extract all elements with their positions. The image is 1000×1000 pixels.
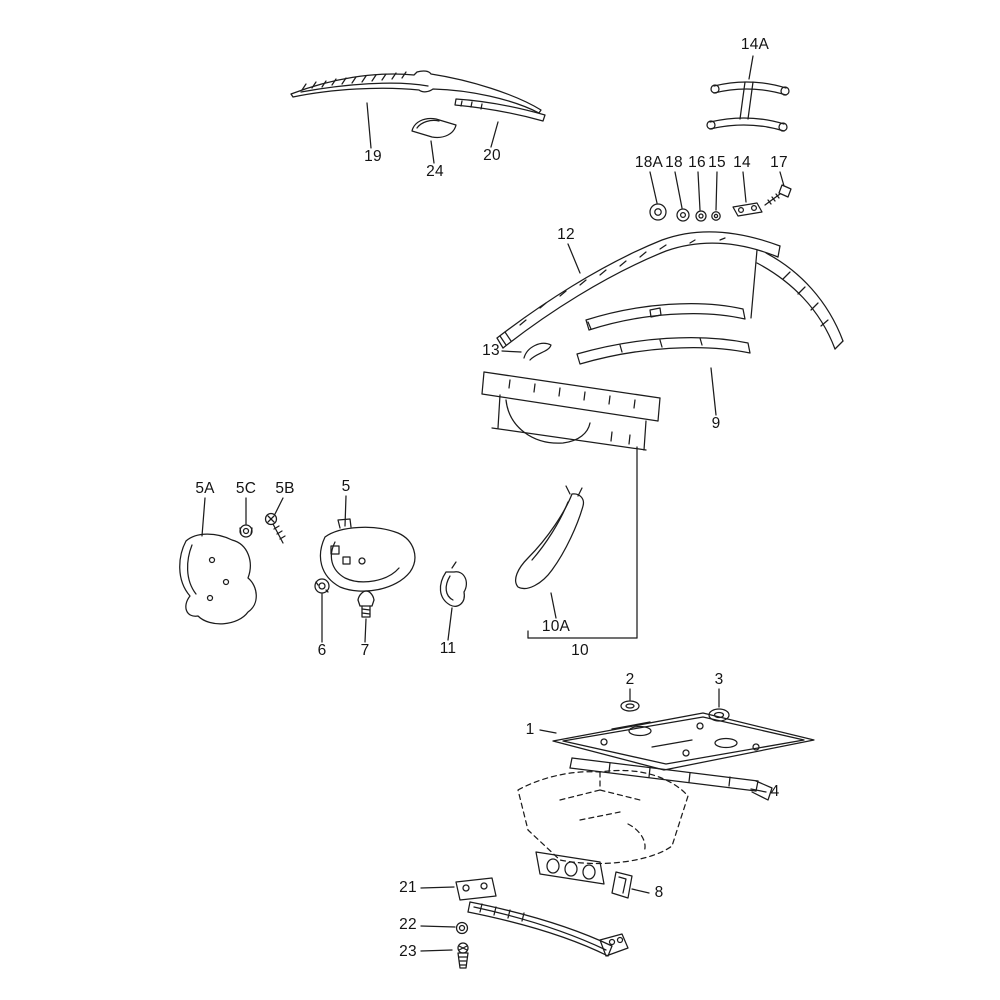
callout-label-9: 9 bbox=[711, 415, 721, 432]
cowl-assembly-10-drawing bbox=[481, 371, 661, 451]
callout-label-7: 7 bbox=[360, 642, 370, 659]
callout-label-5c: 5C bbox=[235, 480, 257, 497]
callout-label-21: 21 bbox=[399, 879, 417, 896]
inner-frame-9-drawing bbox=[576, 302, 751, 365]
leader-lines bbox=[201, 55, 785, 952]
callout-label-10: 10 bbox=[571, 642, 589, 659]
grommet-6-drawing bbox=[314, 578, 330, 594]
roof-strip-20-drawing bbox=[454, 98, 546, 122]
roof-panel-19-drawing bbox=[290, 70, 542, 114]
callout-label-4: 4 bbox=[770, 783, 780, 800]
callout-label-14a: 14A bbox=[740, 36, 770, 53]
front-crossmember-21-drawing bbox=[455, 877, 629, 957]
plug-7-drawing bbox=[357, 590, 375, 618]
rear-floor-dashed-drawing bbox=[517, 769, 689, 865]
callout-label-10a: 10A bbox=[541, 618, 571, 635]
callout-label-19: 19 bbox=[364, 148, 382, 165]
fasteners-row-drawing bbox=[649, 184, 792, 222]
side-panel-5a-drawing bbox=[179, 533, 257, 625]
hinge-plate-14a-drawing bbox=[706, 81, 790, 132]
callout-label-11: 11 bbox=[439, 640, 457, 657]
rear-floor-solid-panel-drawing bbox=[535, 851, 605, 885]
callout-label-5b: 5B bbox=[275, 480, 295, 497]
callout-label-14: 14 bbox=[733, 154, 751, 171]
callout-label-3: 3 bbox=[714, 671, 724, 688]
bracket-24-drawing bbox=[411, 117, 457, 139]
bracket-11-drawing bbox=[439, 561, 467, 607]
callout-label-18a: 18A bbox=[634, 154, 664, 171]
callout-label-17: 17 bbox=[770, 154, 788, 171]
callout-label-12: 12 bbox=[557, 226, 575, 243]
floor-panel-1-drawing bbox=[552, 712, 815, 771]
callout-label-1: 1 bbox=[525, 721, 535, 738]
callout-label-6: 6 bbox=[317, 642, 327, 659]
angle-bracket-8-drawing bbox=[611, 871, 633, 899]
callout-label-18: 18 bbox=[665, 154, 683, 171]
washer-22-drawing bbox=[455, 921, 469, 935]
bolt-23-drawing bbox=[457, 942, 469, 969]
callout-label-5a: 5A bbox=[195, 480, 215, 497]
bolt-5b-drawing bbox=[264, 512, 286, 544]
crossmember-4-drawing bbox=[569, 757, 773, 801]
callout-label-15: 15 bbox=[708, 154, 726, 171]
windshield-frame-12-drawing bbox=[496, 231, 844, 350]
callout-label-8: 8 bbox=[654, 884, 664, 901]
callout-label-20: 20 bbox=[483, 147, 501, 164]
mount-bracket-5-drawing bbox=[319, 518, 416, 592]
hook-clip-13-drawing bbox=[523, 342, 552, 361]
callout-label-16: 16 bbox=[688, 154, 706, 171]
pillar-10a-drawing bbox=[515, 485, 585, 590]
callout-label-2: 2 bbox=[625, 671, 635, 688]
callout-label-5: 5 bbox=[341, 478, 351, 495]
nut-5c-drawing bbox=[239, 524, 253, 538]
callout-label-13: 13 bbox=[482, 342, 500, 359]
callout-label-24: 24 bbox=[426, 163, 444, 180]
callout-label-23: 23 bbox=[399, 943, 417, 960]
callout-label-22: 22 bbox=[399, 916, 417, 933]
grommet-2-drawing bbox=[620, 700, 640, 712]
